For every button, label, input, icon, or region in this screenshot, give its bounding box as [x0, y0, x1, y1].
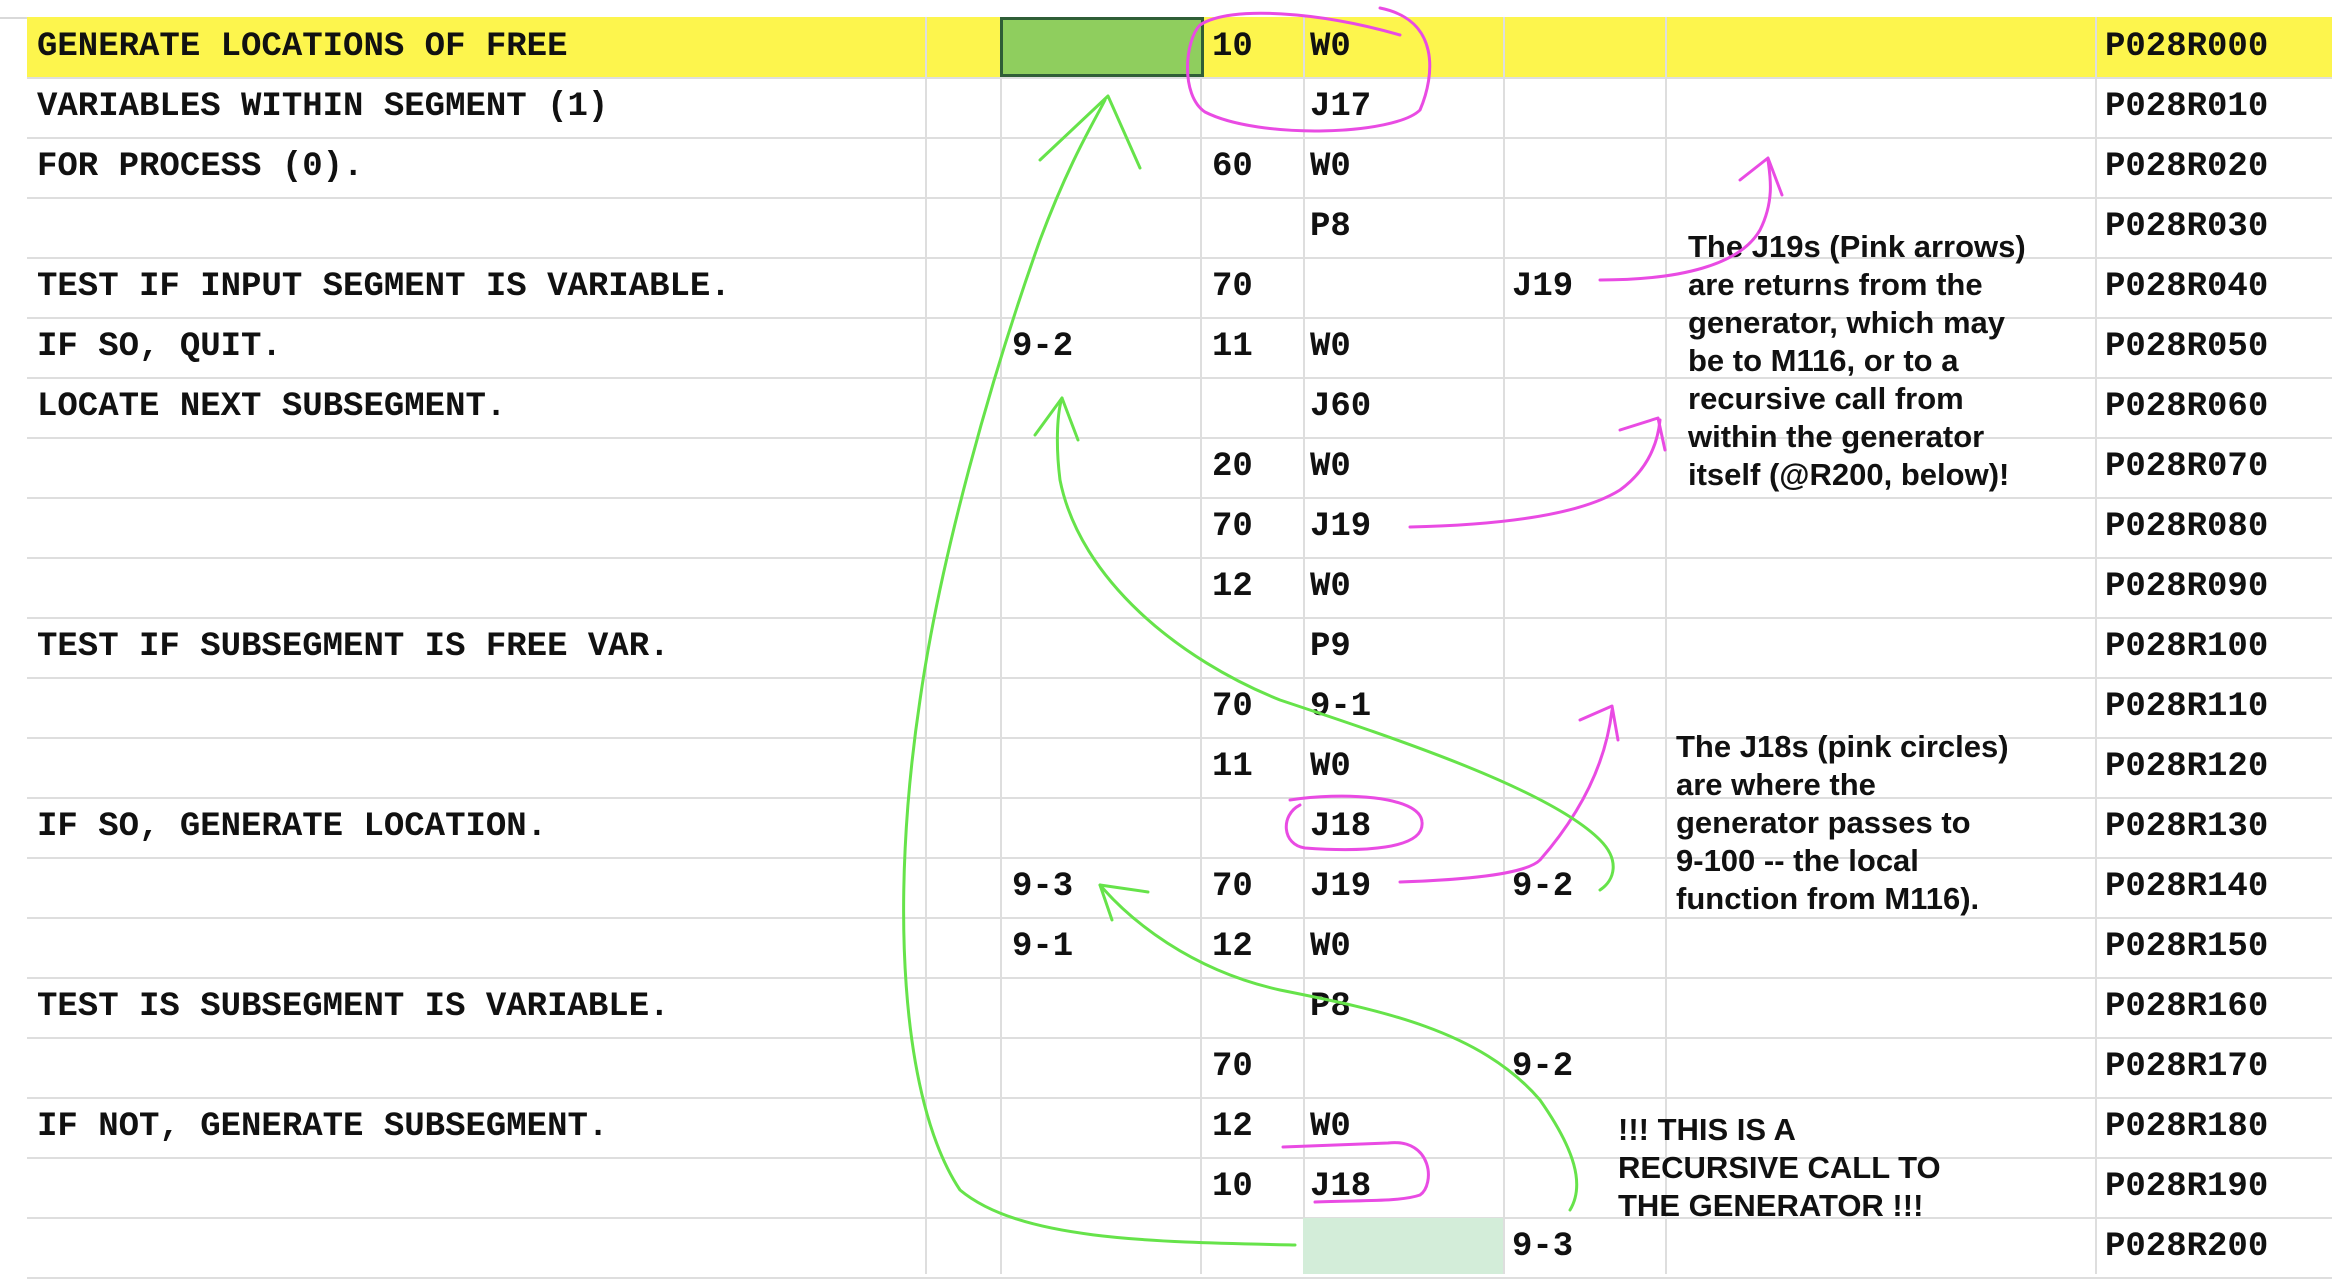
- cell-g[interactable]: P028R050: [2105, 328, 2269, 366]
- cell-b[interactable]: 9-1: [1012, 928, 1074, 966]
- cell-d[interactable]: W0: [1310, 328, 1351, 366]
- table-row: FOR PROCESS (0). 60 W0 P028R020: [27, 137, 2332, 199]
- cell-d[interactable]: P8: [1310, 988, 1351, 1026]
- cell-g[interactable]: P028R090: [2105, 568, 2269, 606]
- cell-comment[interactable]: TEST IF SUBSEGMENT IS FREE VAR.: [37, 628, 670, 666]
- cell-g[interactable]: P028R160: [2105, 988, 2269, 1026]
- column-divider: [1303, 17, 1305, 1274]
- cell-d[interactable]: J19: [1310, 508, 1372, 546]
- column-divider: [1200, 17, 1202, 1274]
- cell-g[interactable]: P028R140: [2105, 868, 2269, 906]
- cell-c[interactable]: 70: [1212, 688, 1253, 726]
- column-divider: [2095, 17, 2097, 1274]
- cell-g[interactable]: P028R190: [2105, 1168, 2269, 1206]
- cell-g[interactable]: P028R170: [2105, 1048, 2269, 1086]
- table-row: IF NOT, GENERATE SUBSEGMENT. 12 W0 P028R180: [27, 1097, 2332, 1159]
- table-row: 70 J19 P028R080: [27, 497, 2332, 559]
- cell-e[interactable]: 9-3: [1512, 1228, 1574, 1266]
- cell-g[interactable]: P028R100: [2105, 628, 2269, 666]
- cell-g[interactable]: P028R040: [2105, 268, 2269, 306]
- cell-b[interactable]: 9-3: [1012, 868, 1074, 906]
- cell-c[interactable]: 11: [1212, 328, 1253, 366]
- column-divider: [1665, 17, 1667, 1274]
- table-row: 70 9-2 P028R170: [27, 1037, 2332, 1099]
- table-row: 12 W0 P028R090: [27, 557, 2332, 619]
- cell-b[interactable]: 9-2: [1012, 328, 1074, 366]
- cell-g[interactable]: P028R200: [2105, 1228, 2269, 1266]
- cell-d[interactable]: W0: [1310, 568, 1351, 606]
- cell-g[interactable]: P028R010: [2105, 88, 2269, 126]
- cell-d[interactable]: J19: [1310, 868, 1372, 906]
- cell-comment[interactable]: LOCATE NEXT SUBSEGMENT.: [37, 388, 507, 426]
- cell-c[interactable]: 60: [1212, 148, 1253, 186]
- cell-g[interactable]: P028R020: [2105, 148, 2269, 186]
- cell-comment[interactable]: GENERATE LOCATIONS OF FREE: [37, 28, 568, 66]
- cell-d[interactable]: J60: [1310, 388, 1372, 426]
- cell-c[interactable]: 12: [1212, 568, 1253, 606]
- table-row: TEST IF SUBSEGMENT IS FREE VAR. P9 P028R10…: [27, 617, 2332, 679]
- table-row: TEST IS SUBSEGMENT IS VARIABLE. P8 P028R16…: [27, 977, 2332, 1039]
- cell-comment[interactable]: TEST IF INPUT SEGMENT IS VARIABLE.: [37, 268, 731, 306]
- cell-d[interactable]: P8: [1310, 208, 1351, 246]
- cell-c[interactable]: 12: [1212, 928, 1253, 966]
- cell-d[interactable]: W0: [1310, 928, 1351, 966]
- cell-comment[interactable]: IF SO, GENERATE LOCATION.: [37, 808, 548, 846]
- cell-c[interactable]: 11: [1212, 748, 1253, 786]
- cell-g[interactable]: P028R080: [2105, 508, 2269, 546]
- cell-d[interactable]: W0: [1310, 148, 1351, 186]
- table-row: VARIABLES WITHIN SEGMENT (1) J17 P028R010: [27, 77, 2332, 139]
- cell-e[interactable]: J19: [1512, 268, 1574, 306]
- cell-g[interactable]: P028R060: [2105, 388, 2269, 426]
- cell-d[interactable]: J18: [1310, 1168, 1372, 1206]
- column-divider: [925, 17, 927, 1274]
- column-divider: [1000, 17, 1002, 1274]
- cell-e[interactable]: 9-2: [1512, 1048, 1574, 1086]
- cell-comment[interactable]: IF SO, QUIT.: [37, 328, 282, 366]
- column-divider: [1503, 17, 1505, 1274]
- cell-c[interactable]: 70: [1212, 508, 1253, 546]
- selected-cell[interactable]: [1000, 17, 1204, 77]
- cell-d[interactable]: P9: [1310, 628, 1351, 666]
- cell-c[interactable]: 10: [1212, 28, 1253, 66]
- cell-d[interactable]: J18: [1310, 808, 1372, 846]
- note-j18-calls: The J18s (pink circles) are where the ge…: [1676, 729, 2009, 916]
- cell-g[interactable]: P028R030: [2105, 208, 2269, 246]
- cell-comment[interactable]: IF NOT, GENERATE SUBSEGMENT.: [37, 1108, 609, 1146]
- cell-g[interactable]: P028R070: [2105, 448, 2269, 486]
- cell-g[interactable]: P028R120: [2105, 748, 2269, 786]
- table-row: 10 J18 P028R190: [27, 1157, 2332, 1219]
- cell-g[interactable]: P028R180: [2105, 1108, 2269, 1146]
- cell-c[interactable]: 70: [1212, 268, 1253, 306]
- cell-c[interactable]: 12: [1212, 1108, 1253, 1146]
- cell-e[interactable]: 9-2: [1512, 868, 1574, 906]
- cell-c[interactable]: 10: [1212, 1168, 1253, 1206]
- note-recursive-call: !!! THIS IS A RECURSIVE CALL TO THE GENE…: [1618, 1112, 1941, 1223]
- cell-comment[interactable]: VARIABLES WITHIN SEGMENT (1): [37, 88, 609, 126]
- cell-c[interactable]: 70: [1212, 1048, 1253, 1086]
- cell-g[interactable]: P028R150: [2105, 928, 2269, 966]
- cell-d[interactable]: 9-1: [1310, 688, 1372, 726]
- cell-comment[interactable]: TEST IS SUBSEGMENT IS VARIABLE.: [37, 988, 670, 1026]
- cell-g[interactable]: P028R000: [2105, 28, 2269, 66]
- cell-c[interactable]: 70: [1212, 868, 1253, 906]
- cell-comment[interactable]: FOR PROCESS (0).: [37, 148, 364, 186]
- cell-c[interactable]: 20: [1212, 448, 1253, 486]
- cell-d[interactable]: W0: [1310, 748, 1351, 786]
- cell-g[interactable]: P028R130: [2105, 808, 2269, 846]
- cell-d[interactable]: W0: [1310, 28, 1351, 66]
- cell-fill-p28-call: [1303, 1218, 1503, 1274]
- note-j19-returns: The J19s (Pink arrows) are returns from …: [1688, 229, 2026, 492]
- cell-d[interactable]: W0: [1310, 1108, 1351, 1146]
- table-row: 9-1 12 W0 P028R150: [27, 917, 2332, 979]
- cell-g[interactable]: P028R110: [2105, 688, 2269, 726]
- cell-d[interactable]: J17: [1310, 88, 1372, 126]
- cell-d[interactable]: W0: [1310, 448, 1351, 486]
